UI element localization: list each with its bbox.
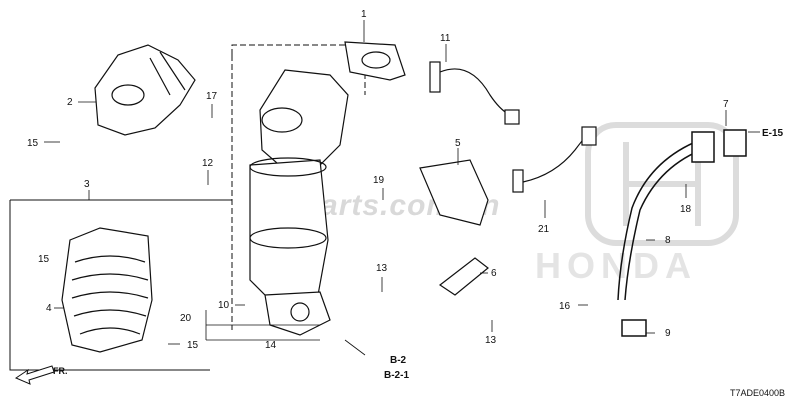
part-lower-heat-shield (61, 227, 153, 353)
ref-b21: B-2-1 (384, 370, 409, 381)
part-catalytic-converter (249, 69, 349, 336)
diagram-code: T7ADE0400B (730, 388, 785, 398)
part-bracket (419, 159, 489, 296)
callout-19: 19 (373, 175, 385, 186)
callout-3: 3 (84, 179, 90, 190)
callout-1: 1 (361, 9, 367, 20)
callout-2: 2 (67, 97, 73, 108)
callout-10: 10 (218, 300, 230, 311)
callout-14: 14 (265, 340, 277, 351)
callout-18: 18 (680, 204, 692, 215)
leader-lines (44, 20, 760, 356)
callout-13a: 13 (376, 263, 388, 274)
section-refs: B-2 B-2-1 E-15 (384, 128, 784, 381)
callout-6: 6 (491, 268, 497, 279)
callout-17: 17 (206, 91, 218, 102)
callout-15c: 15 (187, 340, 199, 351)
callout-15b: 15 (38, 254, 50, 265)
callout-21: 21 (538, 224, 550, 235)
callout-7: 7 (723, 99, 729, 110)
part-rear-sensor (512, 126, 597, 193)
callout-16: 16 (559, 301, 571, 312)
callout-15a: 15 (27, 138, 39, 149)
callout-9: 9 (665, 328, 671, 339)
callouts: 1 2 3 4 5 6 7 8 9 10 11 12 13 13 14 15 1… (27, 9, 729, 351)
ref-b2: B-2 (390, 355, 407, 366)
callout-20: 20 (180, 313, 192, 324)
callout-4: 4 (46, 303, 52, 314)
ref-e15: E-15 (762, 128, 784, 139)
honda-logo-text: HONDA (535, 245, 697, 286)
front-label: FR. (53, 366, 68, 376)
part-oxygen-sensor (429, 61, 520, 125)
callout-8: 8 (665, 235, 671, 246)
callout-5: 5 (455, 138, 461, 149)
callout-13b: 13 (485, 335, 497, 346)
callout-11: 11 (440, 33, 451, 44)
part-gasket (344, 41, 406, 81)
callout-12: 12 (202, 158, 214, 169)
part-upper-heat-shield (94, 44, 196, 136)
front-arrow: FR. (14, 365, 68, 385)
assembly-frame (9, 44, 366, 371)
part-pipe (617, 129, 747, 337)
